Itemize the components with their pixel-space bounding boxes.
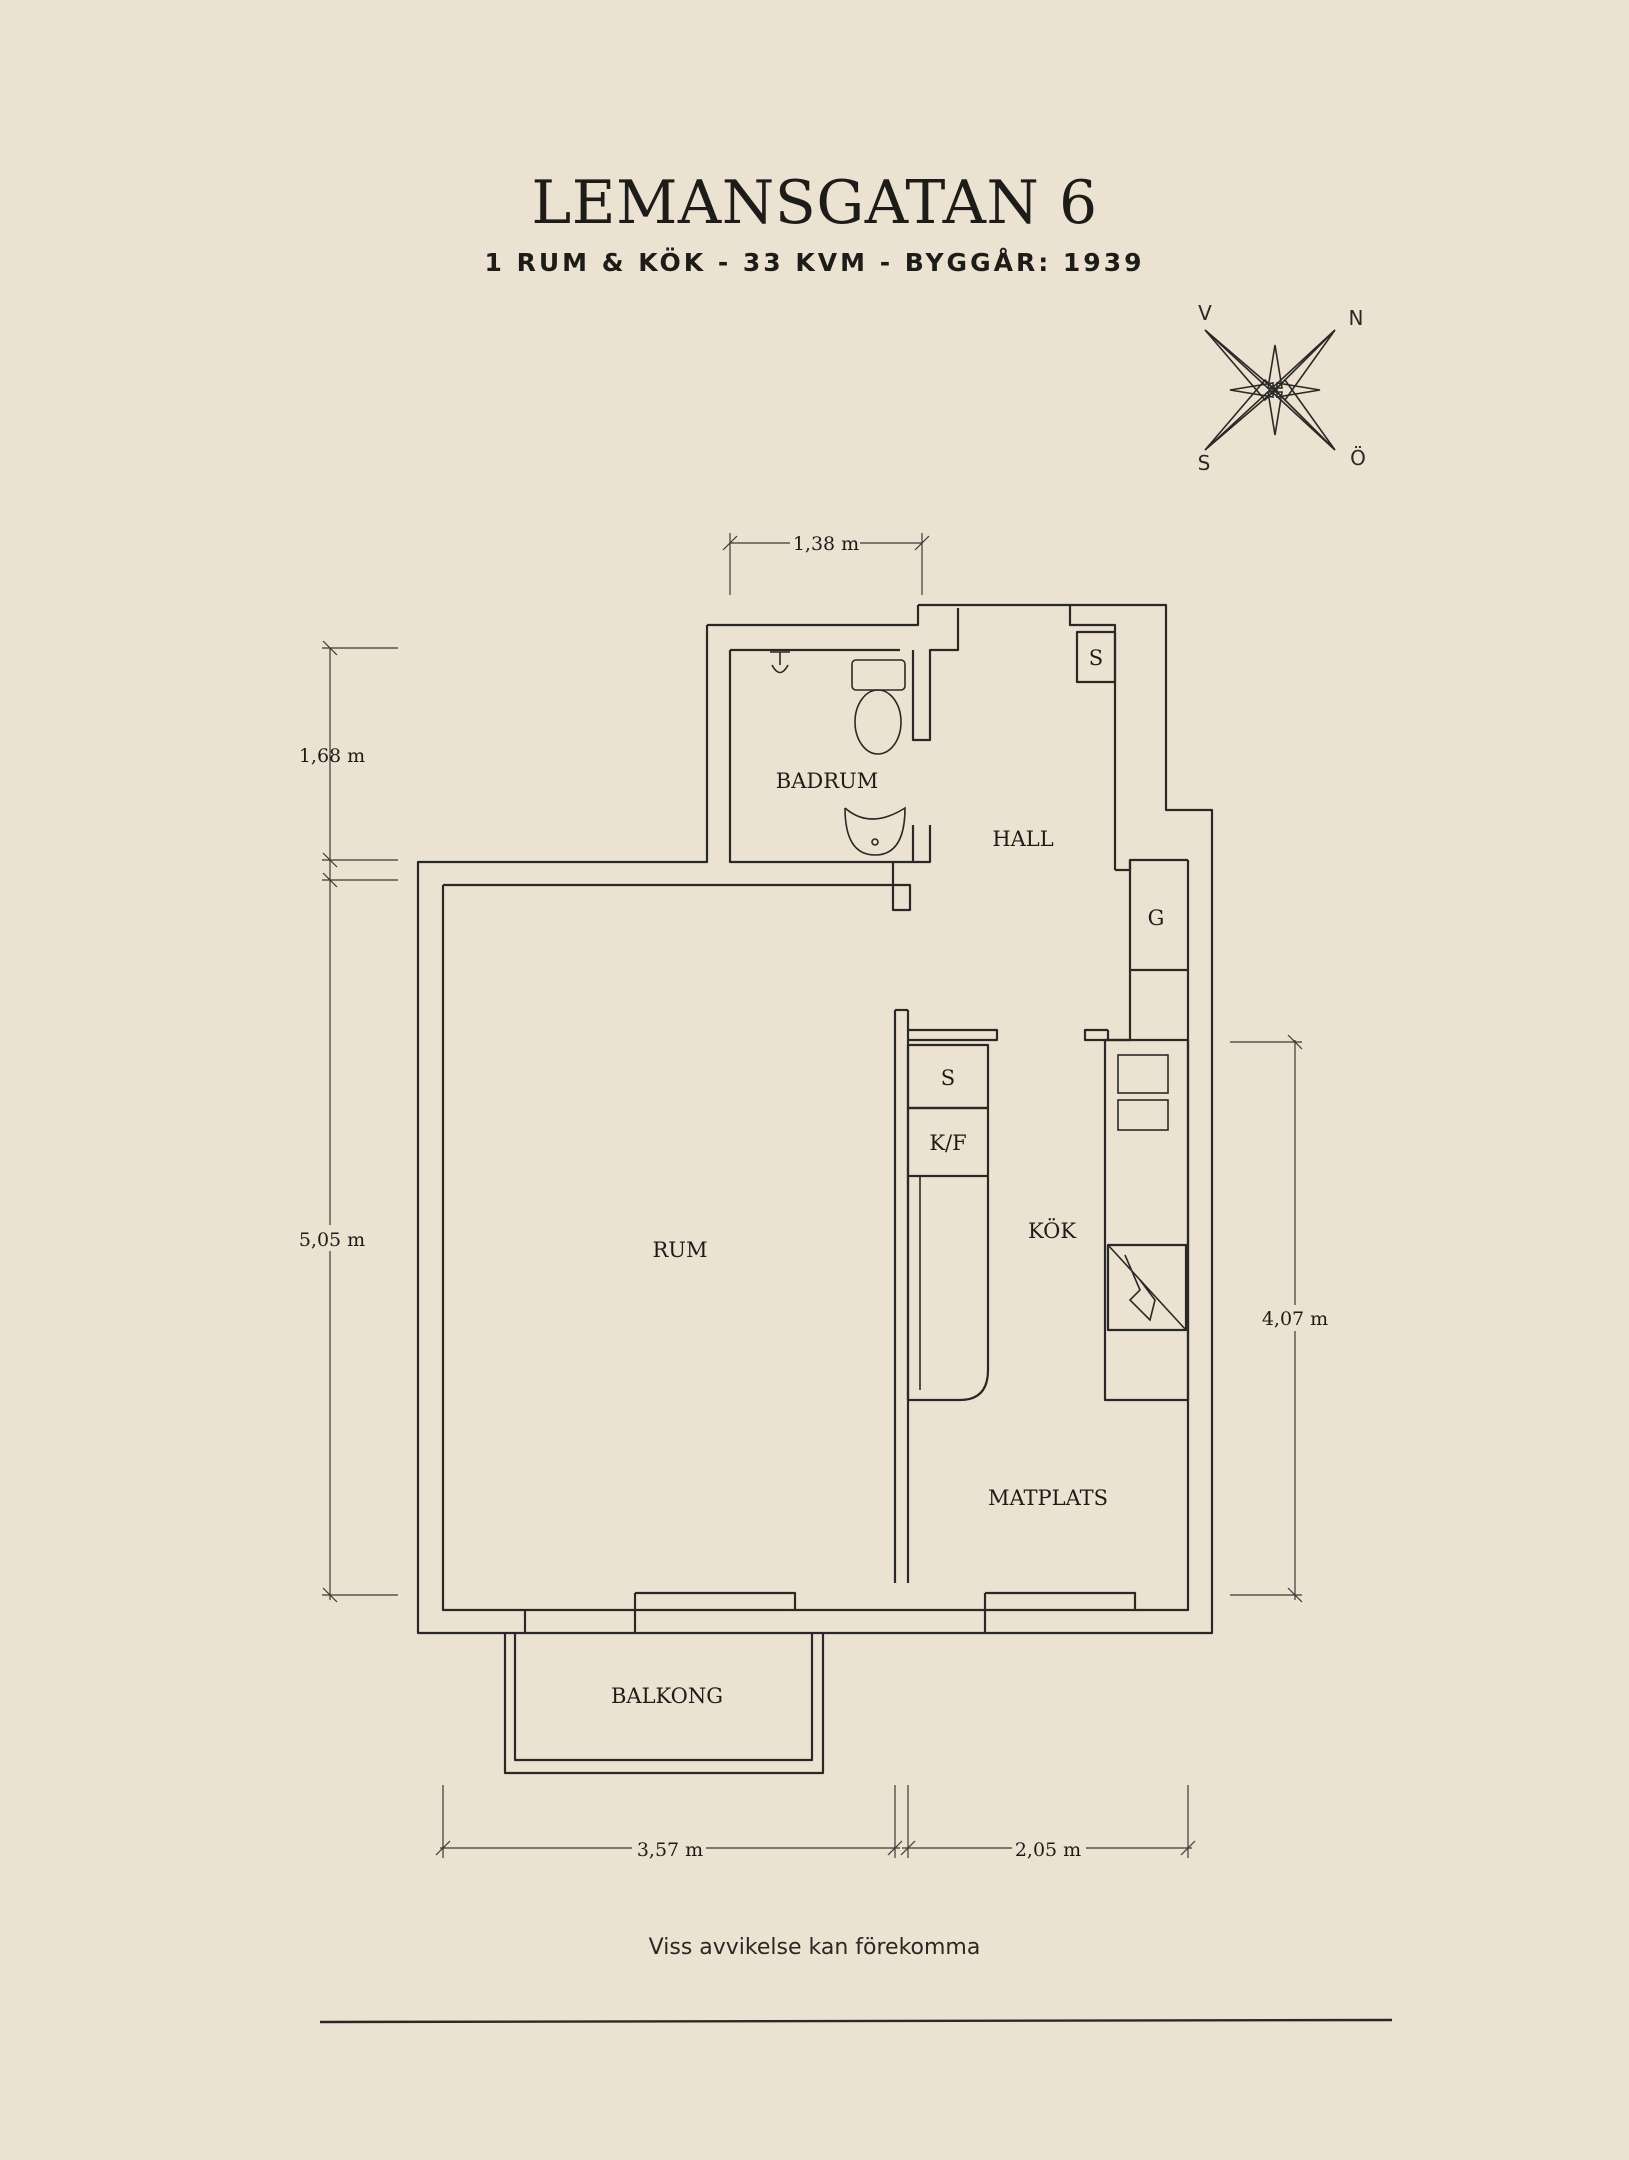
room-label-kok: KÖK	[1028, 1218, 1076, 1243]
dim-kitchen-width: 2,05 m	[1015, 1839, 1081, 1861]
fixture-label-kitchen-storage: S	[941, 1066, 955, 1090]
room-label-rum: RUM	[652, 1238, 707, 1262]
room-label-balkong: BALKONG	[611, 1684, 723, 1708]
dim-kitchen-depth: 4,07 m	[1262, 1308, 1328, 1330]
room-label-hall: HALL	[992, 827, 1053, 851]
dim-bath-depth: 1,68 m	[299, 745, 365, 767]
room-label-badrum: BADRUM	[776, 769, 878, 793]
compass-north: N	[1349, 306, 1364, 330]
bathroom-fixtures	[770, 651, 906, 856]
room-label-matplats: MATPLATS	[988, 1486, 1108, 1510]
compass-rose-icon: V N S Ö	[1198, 301, 1366, 475]
dim-room-depth: 5,05 m	[299, 1229, 365, 1251]
page-title: LEMANSGATAN 6	[531, 168, 1098, 238]
compass-west: V	[1198, 301, 1212, 325]
compass-east: Ö	[1350, 446, 1366, 470]
property-summary: 1 RUM & KÖK - 33 KVM - BYGGÅR: 1939	[484, 248, 1145, 277]
sink-icon	[844, 806, 906, 856]
dim-room-width: 3,57 m	[637, 1839, 703, 1861]
disclaimer-text: Viss avvikelse kan förekomma	[648, 1935, 981, 1960]
toilet-icon	[854, 689, 902, 755]
fixture-label-fridge-freezer: K/F	[929, 1131, 966, 1155]
shower-icon	[770, 651, 790, 674]
fixture-label-hall-storage: S	[1089, 646, 1103, 670]
stove-icon	[1124, 1254, 1156, 1322]
fixture-label-wardrobe: G	[1148, 906, 1165, 930]
compass-south: S	[1198, 451, 1211, 475]
dim-bath-width: 1,38 m	[793, 533, 859, 555]
footer-divider	[319, 2018, 1393, 2024]
kitchen-fixtures	[906, 1038, 1190, 1402]
